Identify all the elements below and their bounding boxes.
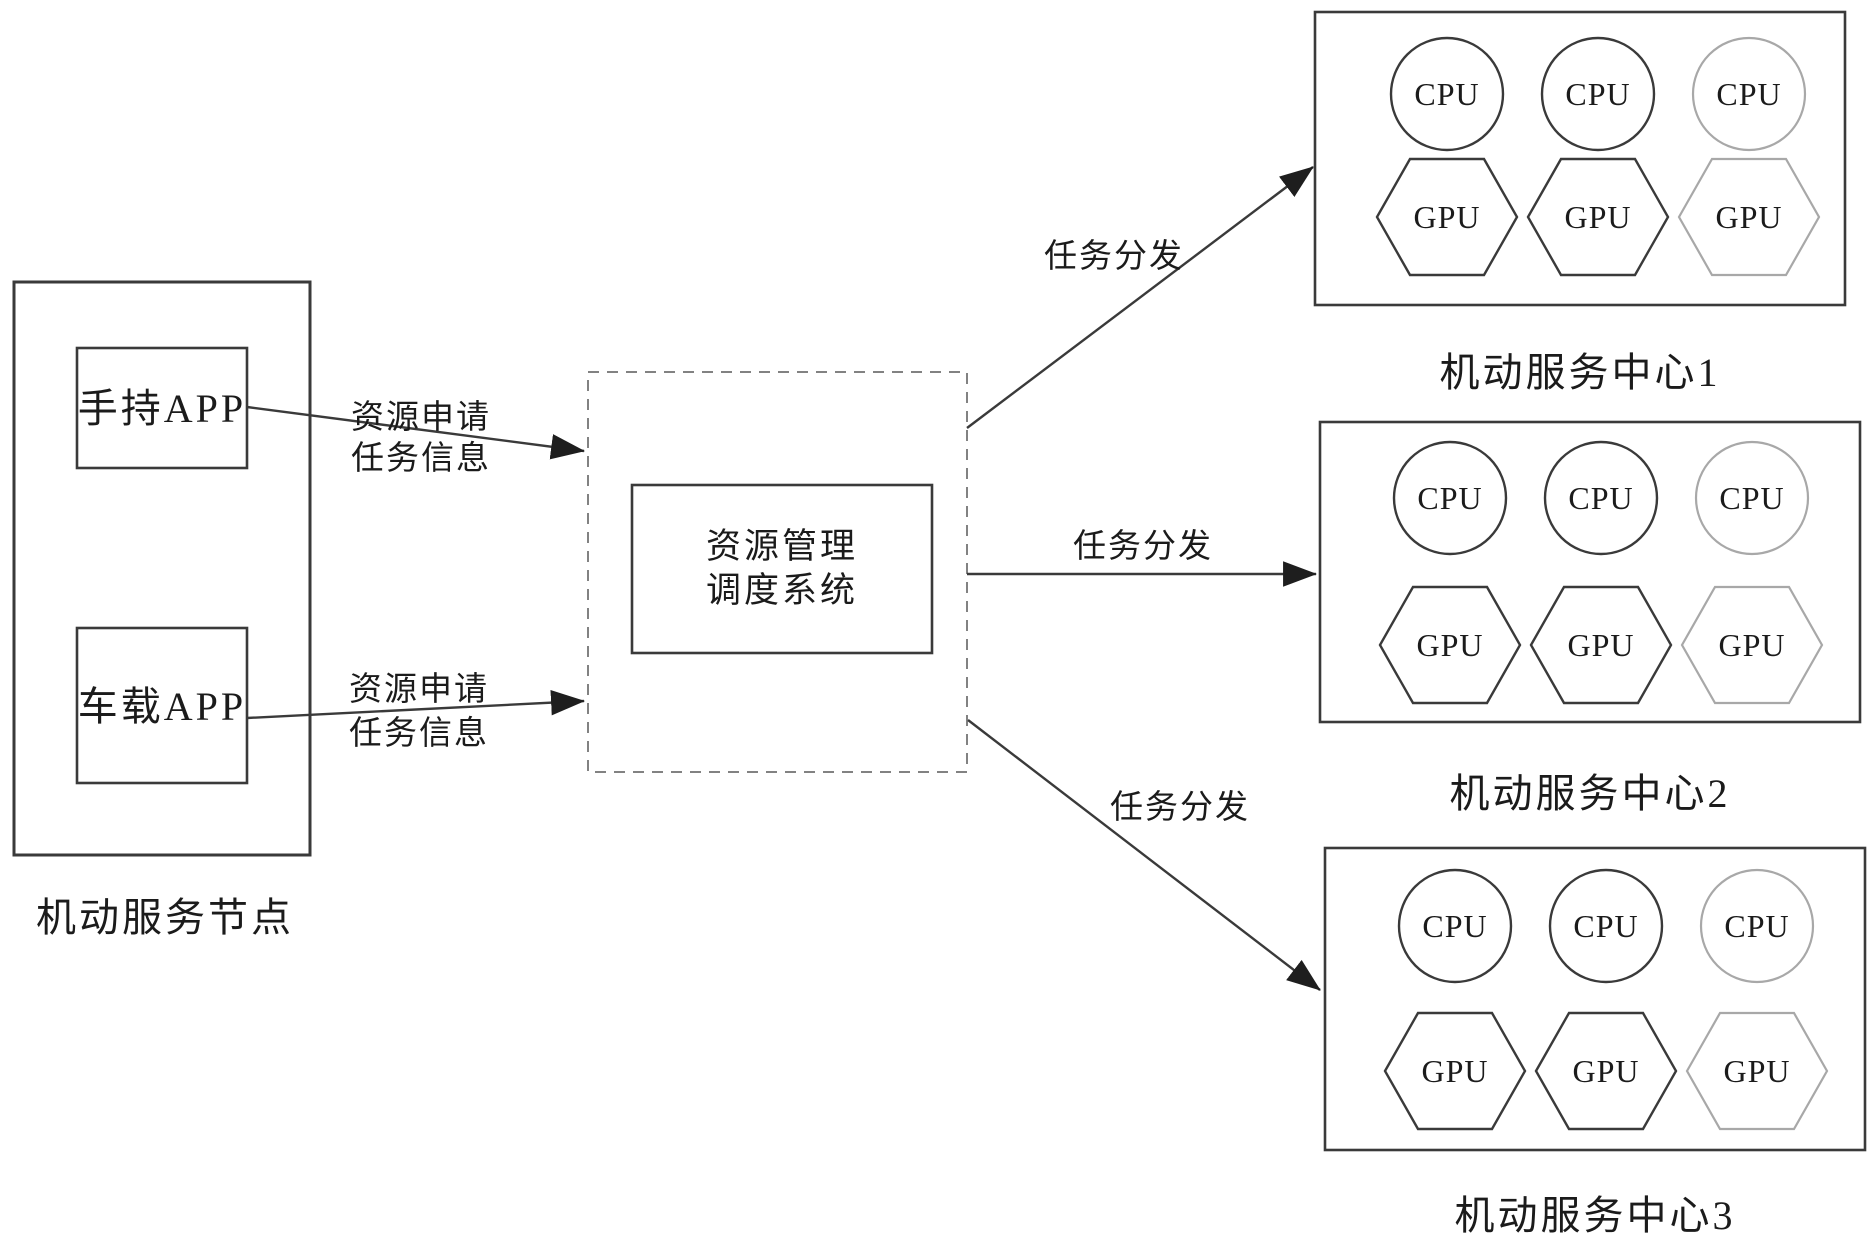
service-node-group-label: 机动服务节点: [36, 895, 294, 940]
cpu-label: CPU: [1414, 76, 1479, 112]
gpu-icon: [1685, 1011, 1829, 1131]
gpu-label: GPU: [1715, 199, 1782, 235]
cpu-label: CPU: [1417, 480, 1482, 516]
handheld-app-label: 手持APP: [78, 386, 246, 431]
cpu-label: CPU: [1573, 908, 1638, 944]
gpu-label: GPU: [1718, 627, 1785, 663]
gpu-label: GPU: [1572, 1053, 1639, 1089]
service-center-1-box: [1313, 10, 1847, 307]
scheduler-box: [630, 483, 934, 655]
gpu-icon: [1526, 157, 1670, 277]
request-arrow-vehicle-label-line2: 任务信息: [349, 715, 489, 752]
scheduler-title-line2: 调度系统: [706, 571, 858, 610]
gpu-label: GPU: [1567, 627, 1634, 663]
cpu-label: CPU: [1568, 480, 1633, 516]
gpu-icon: [1529, 585, 1673, 705]
vehicle-app-label: 车载APP: [78, 684, 246, 729]
cpu-icon: [1543, 440, 1659, 556]
service-center-3-box: [1323, 846, 1867, 1152]
gpu-icon: [1680, 585, 1824, 705]
service-node-group-box: [12, 280, 312, 857]
request-arrow-handheld-label-line2: 任务信息: [351, 440, 491, 477]
cpu-label: CPU: [1565, 76, 1630, 112]
gpu-label: GPU: [1723, 1053, 1790, 1089]
service-center-2-label: 机动服务中心2: [1450, 771, 1731, 816]
cpu-label: CPU: [1724, 908, 1789, 944]
dispatch-arrow-3: [967, 719, 1321, 991]
dispatch-arrow-1-label: 任务分发: [1044, 238, 1184, 275]
gpu-icon: [1378, 585, 1522, 705]
vehicle-app-box: [75, 626, 249, 785]
cpu-label: CPU: [1422, 908, 1487, 944]
gpu-label: GPU: [1416, 627, 1483, 663]
cpu-icon: [1548, 868, 1664, 984]
scheduler-dashed-boundary: [587, 371, 968, 773]
scheduler-title-line1: 资源管理: [706, 527, 858, 566]
cpu-icon: [1540, 36, 1656, 152]
request-arrow-handheld-label-line1: 资源申请: [351, 399, 491, 436]
service-center-2-box: [1318, 420, 1862, 724]
cpu-icon: [1397, 868, 1513, 984]
service-center-1-label: 机动服务中心1: [1440, 350, 1721, 395]
gpu-icon: [1375, 157, 1519, 277]
gpu-label: GPU: [1564, 199, 1631, 235]
dispatch-arrow-2-label: 任务分发: [1073, 528, 1213, 565]
gpu-label: GPU: [1421, 1053, 1488, 1089]
gpu-icon: [1383, 1011, 1527, 1131]
cpu-icon: [1392, 440, 1508, 556]
cpu-label: CPU: [1719, 480, 1784, 516]
cpu-icon: [1699, 868, 1815, 984]
request-arrow-vehicle: [246, 689, 586, 720]
cpu-icon: [1694, 440, 1810, 556]
dispatch-arrow-3-label: 任务分发: [1110, 789, 1250, 826]
cpu-icon: [1389, 36, 1505, 152]
dispatch-arrow-1: [966, 166, 1314, 429]
cpu-icon: [1691, 36, 1807, 152]
service-center-3-label: 机动服务中心3: [1455, 1193, 1736, 1237]
gpu-icon: [1677, 157, 1821, 277]
request-arrow-vehicle-label-line1: 资源申请: [349, 671, 489, 708]
gpu-label: GPU: [1413, 199, 1480, 235]
cpu-label: CPU: [1716, 76, 1781, 112]
request-arrow-handheld: [246, 405, 586, 460]
gpu-icon: [1534, 1011, 1678, 1131]
